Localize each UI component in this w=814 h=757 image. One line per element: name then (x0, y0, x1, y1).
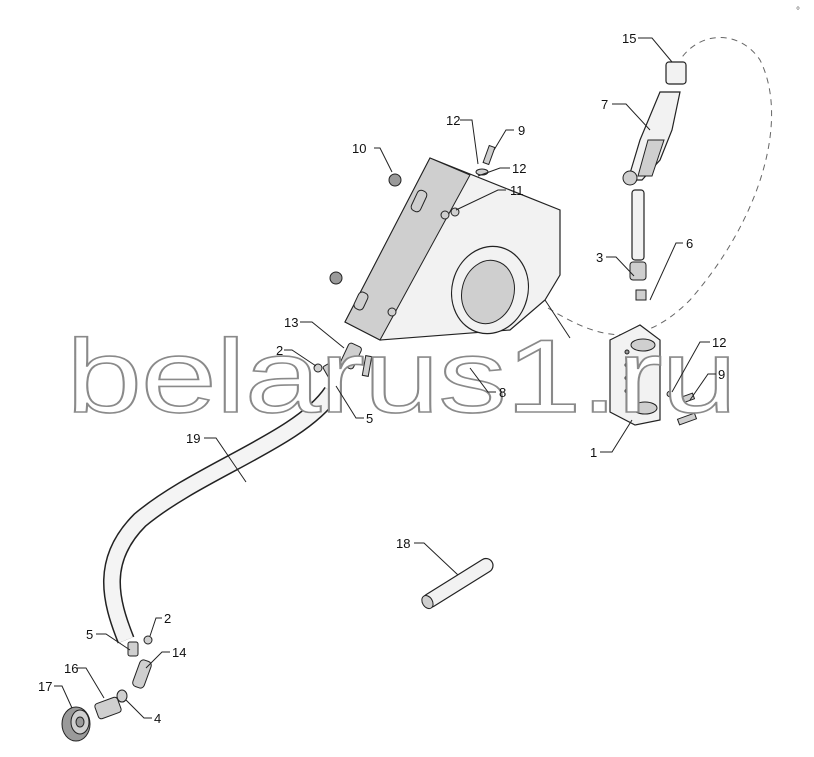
callout-5-upper: 5 (366, 411, 373, 426)
callout-17: 17 (38, 679, 52, 694)
callout-15: 15 (622, 31, 636, 46)
hose-route-dashed (547, 37, 772, 336)
corner-mark: ° (796, 6, 800, 17)
callout-12-top: 12 (446, 113, 460, 128)
callout-4: 4 (154, 711, 161, 726)
knob-lower (329, 271, 343, 285)
callout-9-bracket: 9 (718, 367, 725, 382)
callout-13: 13 (284, 315, 298, 330)
adapter-fitting (94, 696, 122, 720)
bolt-top (482, 144, 496, 166)
bolt-bracket-upper (674, 392, 696, 406)
knob-upper (388, 173, 402, 187)
spray-gun (622, 61, 687, 301)
callout-7: 7 (601, 97, 608, 112)
callout-19: 19 (186, 431, 200, 446)
callout-10: 10 (352, 141, 366, 156)
callout-12-mid: 12 (512, 161, 526, 176)
mounting-bracket (609, 324, 661, 426)
callout-14: 14 (172, 645, 186, 660)
callout-6: 6 (686, 236, 693, 251)
callout-18: 18 (396, 536, 410, 551)
tube-spare (421, 557, 494, 610)
callout-1: 1 (590, 445, 597, 460)
bolt-lower-reel (361, 355, 373, 377)
callout-8: 8 (499, 385, 506, 400)
callout-2-lower: 2 (164, 611, 171, 626)
nipple-upper (322, 363, 338, 381)
washer-bracket (666, 390, 676, 398)
o-ring (116, 689, 128, 703)
swivel-fitting (340, 342, 362, 370)
watermark-text: belarus1.ru (66, 319, 736, 435)
callout-5-lower: 5 (86, 627, 93, 642)
quick-coupling (61, 706, 91, 742)
leader-lines (54, 37, 716, 719)
callout-9-top: 9 (518, 123, 525, 138)
nipple-lower (127, 641, 139, 657)
clamp-lower (143, 635, 153, 645)
elbow-fitting (132, 659, 152, 689)
callout-16: 16 (64, 661, 78, 676)
hose-reel-housing (344, 157, 571, 341)
bolt-bracket-lower (676, 412, 698, 426)
callout-labels: 15 7 12 9 10 12 11 3 6 13 2 8 5 12 9 1 1… (38, 31, 726, 726)
callout-3: 3 (596, 250, 603, 265)
callout-12-bracket: 12 (712, 335, 726, 350)
callout-2-upper: 2 (276, 343, 283, 358)
callout-11: 11 (510, 183, 524, 198)
